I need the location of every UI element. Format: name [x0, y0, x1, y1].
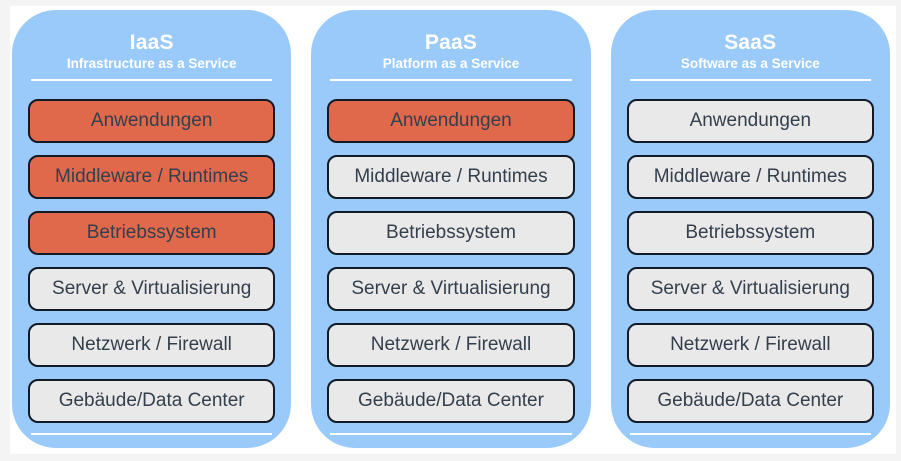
layer-box: Betriebssystem — [28, 211, 276, 255]
panel-paas: PaaS Platform as a Service Anwendungen M… — [311, 10, 591, 448]
layer-box: Anwendungen — [626, 99, 874, 143]
layer-box: Gebäude/Data Center — [28, 379, 276, 423]
panel-title-saas: SaaS — [724, 31, 777, 54]
layer-box: Server & Virtualisierung — [327, 267, 575, 311]
panel-subtitle-iaas: Infrastructure as a Service — [66, 56, 237, 71]
layer-box: Anwendungen — [28, 99, 276, 143]
layer-box: Middleware / Runtimes — [626, 155, 874, 199]
layer-box: Betriebssystem — [626, 211, 874, 255]
panel-subtitle-saas: Software as a Service — [680, 56, 820, 71]
cloud-service-models-diagram: IaaS Infrastructure as a Service Anwendu… — [12, 10, 890, 448]
layer-box: Middleware / Runtimes — [28, 155, 276, 199]
layer-box: Betriebssystem — [327, 211, 575, 255]
layer-box: Gebäude/Data Center — [626, 379, 874, 423]
header-divider — [330, 79, 572, 81]
panel-title-paas: PaaS — [424, 31, 478, 54]
layer-box: Netzwerk / Firewall — [626, 323, 874, 367]
header-divider — [629, 79, 871, 81]
layer-box: Server & Virtualisierung — [28, 267, 276, 311]
layer-box: Gebäude/Data Center — [327, 379, 575, 423]
layer-stack-iaas: Anwendungen Middleware / Runtimes Betrie… — [28, 99, 276, 423]
panel-subtitle-paas: Platform as a Service — [382, 56, 520, 71]
layer-box: Netzwerk / Firewall — [28, 323, 276, 367]
diagram-canvas: IaaS Infrastructure as a Service Anwendu… — [10, 6, 896, 454]
footer-divider — [31, 433, 273, 435]
layer-box: Middleware / Runtimes — [327, 155, 575, 199]
panel-iaas: IaaS Infrastructure as a Service Anwendu… — [12, 10, 292, 448]
panel-saas: SaaS Software as a Service Anwendungen M… — [610, 10, 890, 448]
footer-divider — [629, 433, 871, 435]
layer-box: Netzwerk / Firewall — [327, 323, 575, 367]
footer-divider — [330, 433, 572, 435]
header-divider — [31, 79, 273, 81]
panel-title-iaas: IaaS — [129, 31, 174, 54]
layer-stack-paas: Anwendungen Middleware / Runtimes Betrie… — [327, 99, 575, 423]
layer-stack-saas: Anwendungen Middleware / Runtimes Betrie… — [626, 99, 874, 423]
layer-box: Server & Virtualisierung — [626, 267, 874, 311]
layer-box: Anwendungen — [327, 99, 575, 143]
